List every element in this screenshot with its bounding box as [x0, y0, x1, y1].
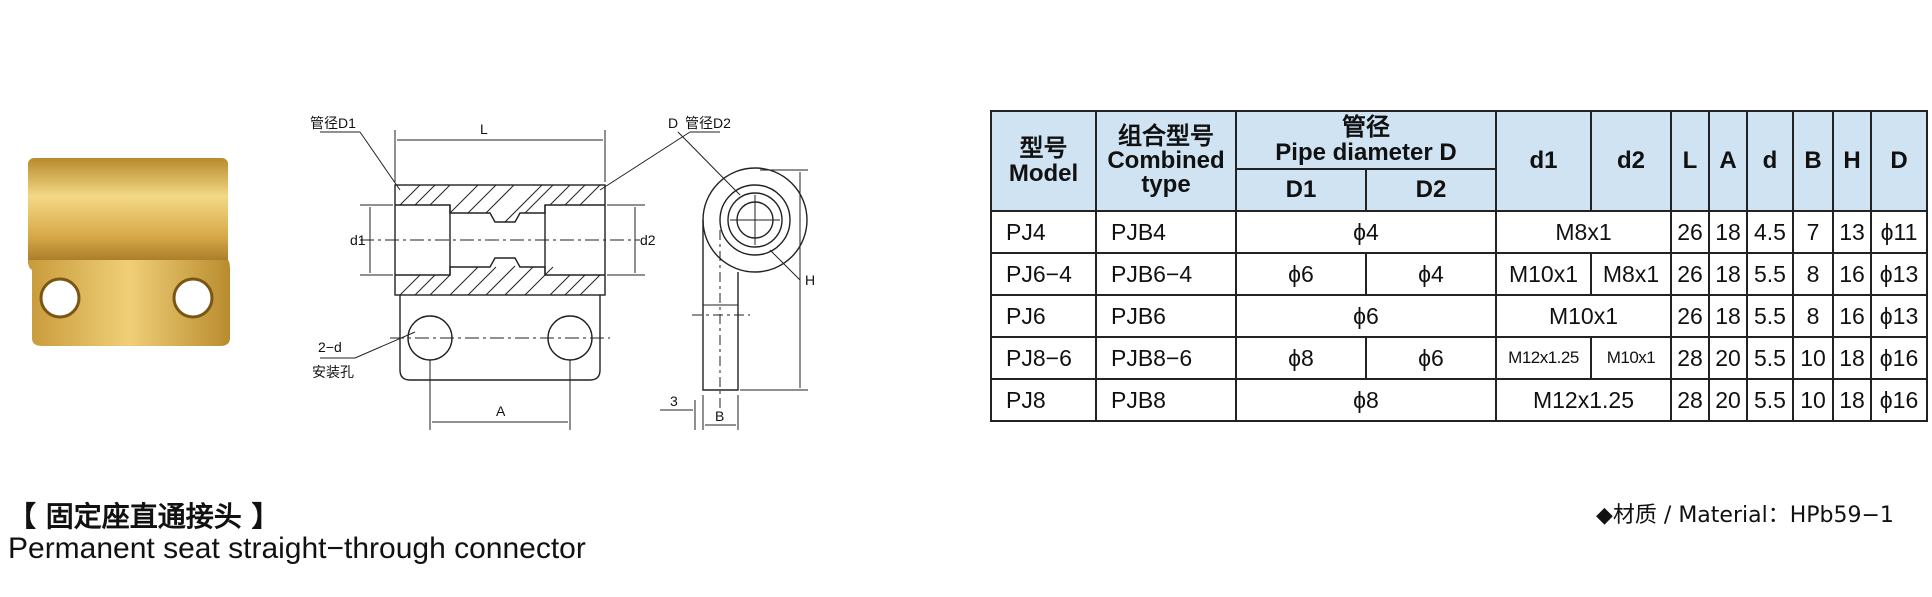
cell-d1: M10x1	[1495, 252, 1592, 296]
cell-D: ϕ11	[1870, 210, 1928, 254]
cell-pipe: ϕ6	[1235, 294, 1497, 338]
cell-D2: ϕ6	[1365, 336, 1497, 380]
dim-label-d2: d2	[640, 232, 656, 248]
header-H: H	[1832, 110, 1872, 212]
cell-D: ϕ16	[1870, 336, 1928, 380]
cell-D: ϕ16	[1870, 378, 1928, 422]
header-d2: d2	[1590, 110, 1672, 212]
cell-thread: M8x1	[1495, 210, 1672, 254]
cell-d: 5.5	[1746, 336, 1794, 380]
cell-d1: M12x1.25	[1495, 336, 1592, 380]
cell-D: ϕ13	[1870, 294, 1928, 338]
header-L: L	[1670, 110, 1710, 212]
cell-combined: PJB4	[1095, 210, 1237, 254]
cell-thread: M12x1.25	[1495, 378, 1672, 422]
cell-combined: PJB8−6	[1095, 336, 1237, 380]
cell-A: 18	[1708, 252, 1748, 296]
cell-H: 13	[1832, 210, 1872, 254]
dim-label-L: L	[480, 121, 488, 137]
cell-H: 16	[1832, 294, 1872, 338]
hole-count-label: 2−d	[318, 339, 342, 355]
technical-drawing: L 管径D1 管径D2 d1 d2 2−d 安装孔 A D H 3 B	[310, 115, 815, 430]
cell-A: 18	[1708, 210, 1748, 254]
header-D1: D1	[1235, 168, 1367, 212]
cell-D1: ϕ6	[1235, 252, 1367, 296]
cell-D1: ϕ8	[1235, 336, 1367, 380]
cell-model: PJ4	[990, 210, 1097, 254]
cell-combined: PJB6−4	[1095, 252, 1237, 296]
title-english: Permanent seat straight−through connecto…	[8, 532, 586, 565]
cell-d2: M8x1	[1590, 252, 1672, 296]
dim-label-H: H	[805, 272, 815, 288]
header-A: A	[1708, 110, 1748, 212]
cell-H: 18	[1832, 336, 1872, 380]
dim-label-d1: d1	[350, 232, 366, 248]
cell-B: 8	[1792, 252, 1834, 296]
product-photo	[28, 158, 230, 346]
table-row: PJ6−4 PJB6−4 ϕ6 ϕ4 M10x1 M8x1 26 18 5.5 …	[990, 252, 1928, 296]
cell-model: PJ6	[990, 294, 1097, 338]
cell-d: 5.5	[1746, 252, 1794, 296]
cell-D: ϕ13	[1870, 252, 1928, 296]
dim-label-B: B	[715, 408, 724, 424]
cell-combined: PJB8	[1095, 378, 1237, 422]
header-D2: D2	[1365, 168, 1497, 212]
header-d1: d1	[1495, 110, 1592, 212]
table-row: PJ8−6 PJB8−6 ϕ8 ϕ6 M12x1.25 M10x1 28 20 …	[990, 336, 1928, 380]
cell-combined: PJB6	[1095, 294, 1237, 338]
cell-A: 18	[1708, 294, 1748, 338]
material-note: ◆材质 / Material：HPb59−1	[1596, 503, 1894, 528]
cell-pipe: ϕ8	[1235, 378, 1497, 422]
cell-d: 4.5	[1746, 210, 1794, 254]
cell-L: 26	[1670, 252, 1710, 296]
cell-model: PJ6−4	[990, 252, 1097, 296]
title-chinese: 【 固定座直通接头 】	[8, 500, 280, 533]
cell-d: 5.5	[1746, 294, 1794, 338]
header-B: B	[1792, 110, 1834, 212]
cell-d: 5.5	[1746, 378, 1794, 422]
pipe-d2-label: 管径D2	[685, 115, 731, 131]
cell-A: 20	[1708, 378, 1748, 422]
dim-label-A: A	[496, 403, 506, 419]
dim-label-D: D	[668, 115, 678, 131]
cell-B: 10	[1792, 378, 1834, 422]
cell-pipe: ϕ4	[1235, 210, 1497, 254]
dim-label-3: 3	[670, 393, 678, 409]
cell-B: 10	[1792, 336, 1834, 380]
cell-H: 18	[1832, 378, 1872, 422]
table-row: PJ8 PJB8 ϕ8 M12x1.25 28 20 5.5 10 18 ϕ16	[990, 378, 1928, 422]
cell-B: 8	[1792, 294, 1834, 338]
mount-hole-label: 安装孔	[312, 364, 354, 380]
cell-B: 7	[1792, 210, 1834, 254]
pipe-d1-label: 管径D1	[310, 115, 356, 131]
cell-model: PJ8	[990, 378, 1097, 422]
cell-model: PJ8−6	[990, 336, 1097, 380]
cell-d2: M10x1	[1590, 336, 1672, 380]
cell-L: 28	[1670, 336, 1710, 380]
cell-thread: M10x1	[1495, 294, 1672, 338]
cell-L: 26	[1670, 294, 1710, 338]
table-row: PJ4 PJB4 ϕ4 M8x1 26 18 4.5 7 13 ϕ11	[990, 210, 1928, 254]
cell-L: 26	[1670, 210, 1710, 254]
table-row: PJ6 PJB6 ϕ6 M10x1 26 18 5.5 8 16 ϕ13	[990, 294, 1928, 338]
header-D: D	[1870, 110, 1928, 212]
cell-D2: ϕ4	[1365, 252, 1497, 296]
cell-A: 20	[1708, 336, 1748, 380]
cell-H: 16	[1832, 252, 1872, 296]
cell-L: 28	[1670, 378, 1710, 422]
header-d: d	[1746, 110, 1794, 212]
